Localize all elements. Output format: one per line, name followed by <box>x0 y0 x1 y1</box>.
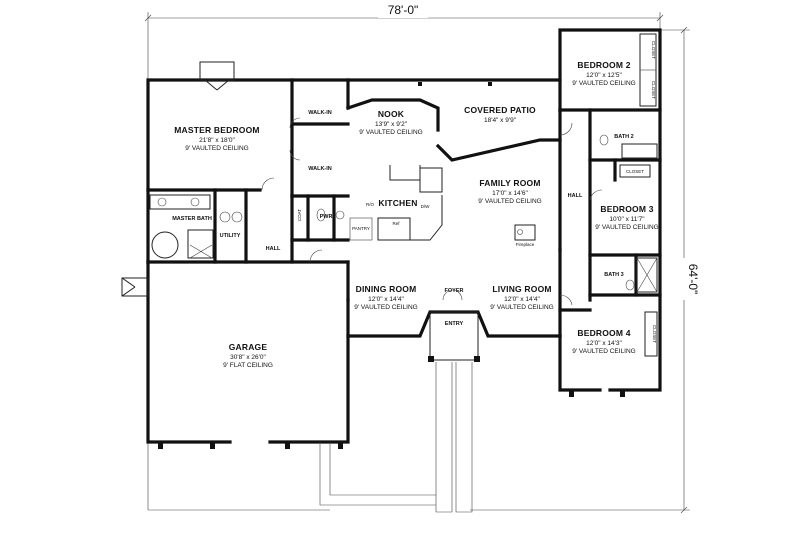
room-size: 18'4" x 9'9" <box>484 117 517 124</box>
coat-label: COAT <box>297 209 302 221</box>
room-size: 12'0" x 14'3" <box>586 340 622 347</box>
room-ceiling: 9' VAULTED CEILING <box>572 80 636 87</box>
closet-label: CLOSET <box>651 81 656 99</box>
room-size: 21'8" x 18'0" <box>199 137 235 144</box>
utility-label: UTILITY <box>220 233 241 239</box>
room-size: 30'8" x 26'0" <box>230 354 266 361</box>
interior-walls <box>146 78 662 338</box>
room-name: BEDROOM 3 <box>600 204 653 214</box>
depth-dimension: 64'-0" <box>686 264 700 295</box>
hall-label: HALL <box>568 193 583 199</box>
room-garage: GARAGE 30'8" x 26'0" 9' FLAT CEILING <box>223 342 273 369</box>
pantry-label: PANTRY <box>352 226 370 231</box>
room-ceiling: 9' FLAT CEILING <box>223 362 273 369</box>
room-name: GARAGE <box>229 342 268 352</box>
closet-label: CLOSET <box>626 169 644 174</box>
width-dimension: 78'-0" <box>388 3 419 17</box>
master-bath-label: MASTER BATH <box>172 216 212 222</box>
room-bedroom-2: BEDROOM 2 12'0" x 12'5" 9' VAULTED CEILI… <box>572 60 636 87</box>
room-size: 12'0" x 14'4" <box>368 296 404 303</box>
room-ceiling: 9' VAULTED CEILING <box>490 304 554 311</box>
pwr-label: PWR <box>320 214 333 220</box>
room-size: 10'0" x 11'7" <box>609 216 645 223</box>
room-family-room: FAMILY ROOM 17'0" x 14'6" 9' VAULTED CEI… <box>478 178 542 205</box>
walk-in-label: WALK-IN <box>308 166 332 172</box>
room-living-room: LIVING ROOM 12'0" x 14'4" 9' VAULTED CEI… <box>490 284 554 311</box>
room-name: BEDROOM 2 <box>577 60 630 70</box>
room-ceiling: 9' VAULTED CEILING <box>185 145 249 152</box>
dishwasher-label: D/W <box>421 204 431 209</box>
foyer-label: FOYER <box>445 288 464 294</box>
room-name: BEDROOM 4 <box>577 328 630 338</box>
entry-label: ENTRY <box>445 321 464 327</box>
refrigerator-label: Ref <box>392 221 400 226</box>
room-name: FAMILY ROOM <box>479 178 540 188</box>
room-ceiling: 9' VAULTED CEILING <box>478 198 542 205</box>
room-name: DINING ROOM <box>356 284 417 294</box>
range-label: R/O <box>366 202 375 207</box>
bath-2-label: BATH 2 <box>614 134 633 140</box>
room-kitchen: KITCHEN <box>378 198 417 208</box>
room-name: NOOK <box>378 109 405 119</box>
room-ceiling: 9' VAULTED CEILING <box>359 129 423 136</box>
room-name: KITCHEN <box>378 198 417 208</box>
fireplace-label: Fireplace <box>516 242 535 247</box>
room-covered-patio: COVERED PATIO 18'4" x 9'9" <box>464 105 536 124</box>
room-size: 17'0" x 14'6" <box>492 190 528 197</box>
bath-3-label: BATH 3 <box>604 272 623 278</box>
room-ceiling: 9' VAULTED CEILING <box>572 348 636 355</box>
room-nook: NOOK 13'9" x 9'2" 9' VAULTED CEILING <box>359 109 423 136</box>
room-dining-room: DINING ROOM 12'0" x 14'4" 9' VAULTED CEI… <box>354 284 418 311</box>
room-name: LIVING ROOM <box>492 284 551 294</box>
room-ceiling: 9' VAULTED CEILING <box>354 304 418 311</box>
walk-in-label: WALK-IN <box>308 110 332 116</box>
room-ceiling: 9' VAULTED CEILING <box>595 224 659 231</box>
room-master-bedroom: MASTER BEDROOM 21'8" x 18'0" 9' VAULTED … <box>174 125 259 152</box>
hall-label: HALL <box>266 246 281 252</box>
closet-label: CLOSET <box>652 325 657 343</box>
room-name: COVERED PATIO <box>464 105 536 115</box>
room-bedroom-3: BEDROOM 3 10'0" x 11'7" 9' VAULTED CEILI… <box>595 204 659 231</box>
exterior-walls <box>146 28 662 444</box>
room-size: 12'0" x 14'4" <box>504 296 540 303</box>
room-size: 13'9" x 9'2" <box>375 121 408 128</box>
fixtures <box>121 33 658 513</box>
room-size: 12'0" x 12'5" <box>586 72 622 79</box>
small-labels: WALK-IN WALK-IN MASTER BATH UTILITY HALL… <box>172 41 657 343</box>
closet-label: CLOSET <box>651 41 656 59</box>
room-name: MASTER BEDROOM <box>174 125 259 135</box>
room-bedroom-4: BEDROOM 4 12'0" x 14'3" 9' VAULTED CEILI… <box>572 328 636 355</box>
